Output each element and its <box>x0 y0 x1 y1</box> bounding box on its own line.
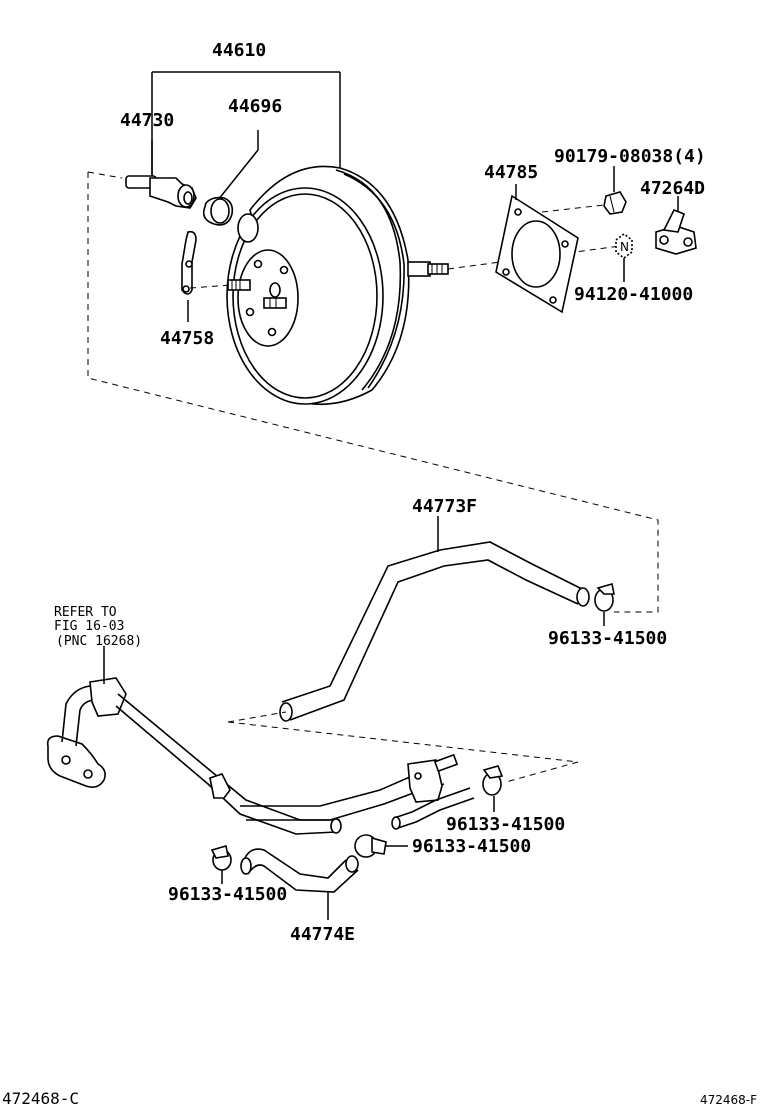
label-nut-94120: 94120-41000 <box>574 284 693 305</box>
clip <box>181 230 197 295</box>
label-clamp-upper: 96133-41500 <box>548 628 667 649</box>
clamp-right <box>482 765 504 796</box>
clamp-left <box>210 844 232 871</box>
label-lower-hose: 44774E <box>290 924 355 945</box>
bracket <box>655 208 697 255</box>
gasket <box>495 194 579 314</box>
illustration-code-right: 472468-F <box>700 1093 757 1107</box>
illustration-code-left: 472468-C <box>2 1089 79 1108</box>
label-clamp-left: 96133-41500 <box>168 884 287 905</box>
upper-hose <box>279 541 590 722</box>
brake-booster <box>226 165 449 406</box>
label-bracket: 47264D <box>640 178 705 199</box>
clamp-upper <box>594 582 615 612</box>
label-grommet: 44696 <box>228 96 282 117</box>
connect-dash-1 <box>227 711 287 723</box>
booster-group-outline <box>87 172 659 613</box>
check-valve <box>125 175 197 209</box>
centerline-left <box>189 284 233 289</box>
clamp-middle <box>354 834 387 858</box>
label-booster-assy: 44610 <box>212 40 266 61</box>
label-clamp-middle: 96133-41500 <box>412 836 531 857</box>
refer-line-2: FIG 16-03 <box>54 619 124 634</box>
label-check-valve: 44730 <box>120 110 174 131</box>
refer-line-3: (PNC 16268) <box>56 634 142 649</box>
nut-marker: N <box>620 240 629 254</box>
grommet <box>202 196 234 226</box>
label-nut-90179: 90179-08038(4) <box>554 146 706 167</box>
vacuum-pipe <box>46 677 475 835</box>
nut-94120: N <box>615 233 633 259</box>
label-clip: 44758 <box>160 328 214 349</box>
connect-dash-2 <box>227 721 579 763</box>
label-gasket: 44785 <box>484 162 538 183</box>
lower-hose <box>240 848 359 893</box>
refer-line-1: REFER TO <box>54 605 117 620</box>
grommet-leader <box>217 130 259 201</box>
label-upper-hose: 44773F <box>412 496 477 517</box>
centerline-right <box>447 245 621 270</box>
label-clamp-right: 96133-41500 <box>446 814 565 835</box>
nut-90179 <box>603 191 627 215</box>
